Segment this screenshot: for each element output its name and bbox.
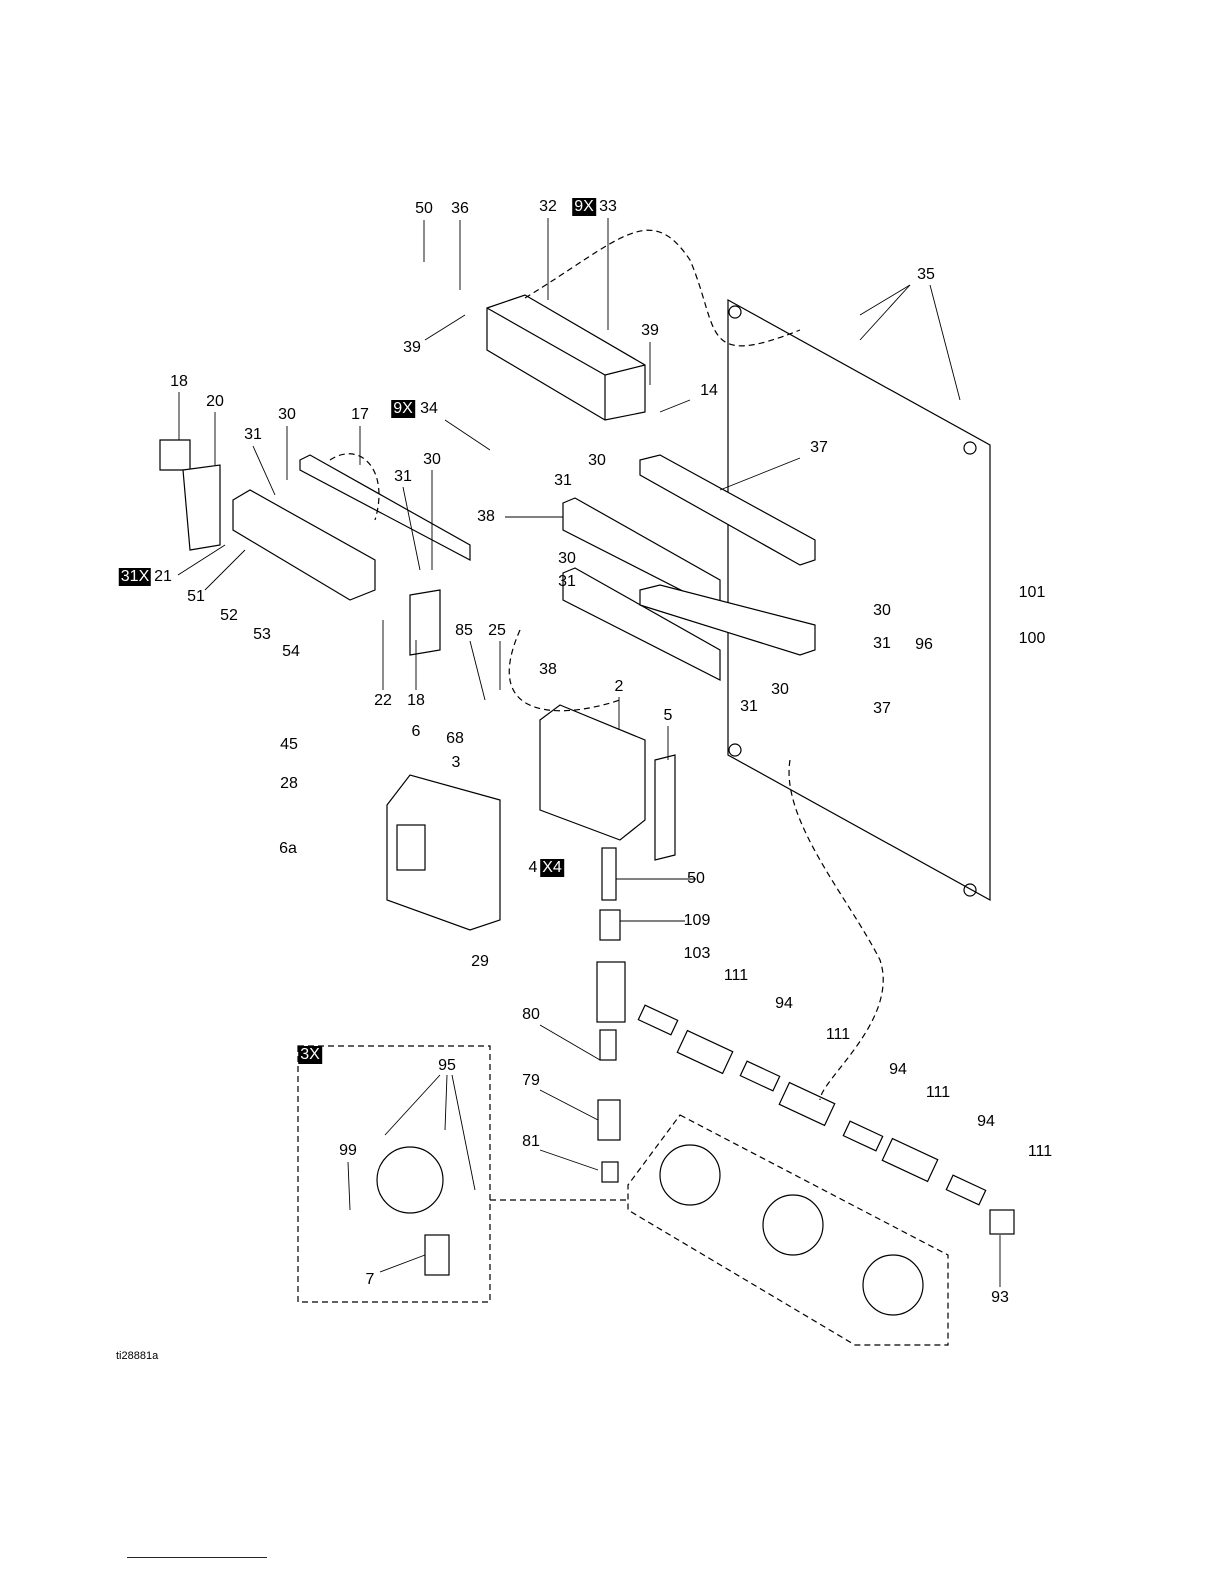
callout: 81 xyxy=(522,1133,540,1150)
callout: 38 xyxy=(477,508,495,525)
callout: 37 xyxy=(873,700,891,717)
callout: 30 xyxy=(771,681,789,698)
callout: 50 xyxy=(687,870,705,887)
callout: 6 xyxy=(411,723,421,740)
callout: 79 xyxy=(522,1072,540,1089)
callout: 30 xyxy=(588,452,606,469)
callout: 7 xyxy=(365,1271,375,1288)
callout: 22 xyxy=(374,692,392,709)
callout: 31 xyxy=(394,468,412,485)
callout: 28 xyxy=(280,775,298,792)
figure-id: ti28881a xyxy=(116,1350,159,1362)
footer-rule xyxy=(127,1557,267,1558)
callout: 53 xyxy=(253,626,271,643)
callout: 36 xyxy=(451,200,469,217)
callout: 31 xyxy=(740,698,758,715)
quantity-badge: 9X xyxy=(391,400,415,418)
callout: 25 xyxy=(488,622,506,639)
callout: 45 xyxy=(280,736,298,753)
callout: 35 xyxy=(917,266,935,283)
callout: 103 xyxy=(683,945,711,962)
callout: 14 xyxy=(700,382,718,399)
callout: 31 xyxy=(554,472,572,489)
callout: 31 xyxy=(244,426,262,443)
callout: 111 xyxy=(723,967,749,984)
callout: 18 xyxy=(407,692,425,709)
callout: 3 xyxy=(451,754,461,771)
callout: 33 xyxy=(599,198,617,215)
quantity-badge: 3X xyxy=(298,1046,322,1064)
callout: 39 xyxy=(403,339,421,356)
callout: 94 xyxy=(977,1113,995,1130)
callout: 4 xyxy=(528,859,538,876)
callout: 2 xyxy=(614,678,624,695)
callout: 101 xyxy=(1018,584,1046,601)
callout: 30 xyxy=(558,550,576,567)
callout: 18 xyxy=(170,373,188,390)
wire-duct-lower xyxy=(562,567,816,681)
callout: 52 xyxy=(220,607,238,624)
callout: 31 xyxy=(558,573,576,590)
callout: 30 xyxy=(278,406,296,423)
callout: 99 xyxy=(339,1142,357,1159)
callout: 80 xyxy=(522,1006,540,1023)
callout: 20 xyxy=(206,393,224,410)
callout: 109 xyxy=(683,912,711,929)
callout: 111 xyxy=(925,1084,951,1101)
callout: 37 xyxy=(810,439,828,456)
callout: 32 xyxy=(539,198,557,215)
callout: 39 xyxy=(641,322,659,339)
callout: 5 xyxy=(663,707,673,724)
callout: 68 xyxy=(446,730,464,747)
callout: 94 xyxy=(775,995,793,1012)
callout: 17 xyxy=(351,406,369,423)
callout: 38 xyxy=(539,661,557,678)
callout: 85 xyxy=(455,622,473,639)
callout: 31 xyxy=(873,635,891,652)
quantity-badge: 9X xyxy=(572,198,596,216)
quantity-badge: 31X xyxy=(118,568,152,586)
piping xyxy=(596,847,1015,1235)
din-rail xyxy=(299,454,471,561)
callout: 96 xyxy=(915,636,933,653)
quantity-badge: X4 xyxy=(540,859,564,877)
callout: 34 xyxy=(420,400,438,417)
control-module xyxy=(386,774,501,931)
callout: 51 xyxy=(187,588,205,605)
detail-box xyxy=(297,229,949,1346)
callout: 111 xyxy=(1027,1143,1053,1160)
callout: 93 xyxy=(991,1289,1009,1306)
leader-lines xyxy=(177,218,1001,1287)
callout: 100 xyxy=(1018,630,1046,647)
callout: 6a xyxy=(279,840,297,857)
back-panel xyxy=(727,298,991,902)
callout: 95 xyxy=(438,1057,456,1074)
callout: 30 xyxy=(873,602,891,619)
regulators xyxy=(376,1144,924,1316)
callout: 94 xyxy=(889,1061,907,1078)
callout: 30 xyxy=(423,451,441,468)
terminal-blocks xyxy=(159,439,441,656)
wire-duct-upper xyxy=(562,454,816,611)
base-module xyxy=(539,704,676,861)
manifold-block xyxy=(486,294,646,421)
callout: 54 xyxy=(282,643,300,660)
callout: 111 xyxy=(825,1026,851,1043)
callout: 21 xyxy=(154,568,172,585)
callout: 29 xyxy=(471,953,489,970)
callout: 50 xyxy=(415,200,433,217)
